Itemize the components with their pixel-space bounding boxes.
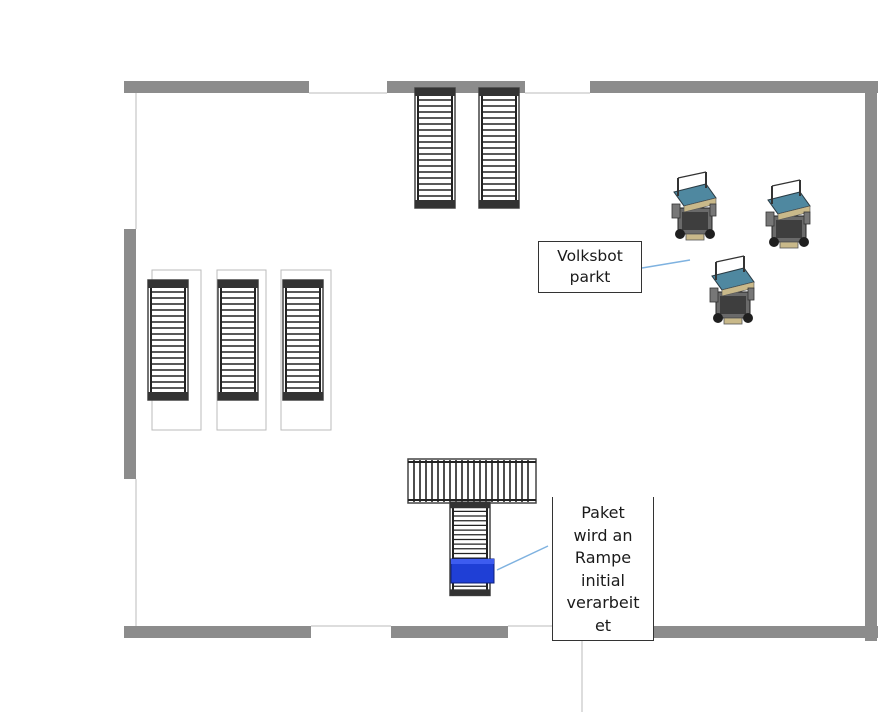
package-callout: Paket wird an Rampe initial verarbeit et: [552, 497, 654, 641]
robot-callout-line: Volksbot: [557, 247, 623, 265]
wall-openings: [135, 92, 590, 712]
package-callout-line: et: [594, 615, 612, 635]
storage-rack-3: [280, 269, 332, 431]
package-callout-line: initial: [581, 570, 625, 590]
package-callout-line: Rampe: [574, 548, 632, 567]
outer-walls: [124, 81, 878, 641]
robot-callout-line: parkt: [569, 268, 611, 286]
robot-3: [709, 255, 755, 325]
package-box: [450, 558, 495, 584]
package-callout-leader: [496, 545, 549, 571]
package-callout-line: Paket: [581, 503, 625, 522]
robot-1: [671, 171, 717, 241]
conveyor-top-right: [478, 87, 520, 209]
robot-2: [765, 179, 811, 249]
conveyor-t-junction: [407, 458, 537, 597]
storage-rack-2: [216, 269, 267, 431]
storage-rack-1: [147, 269, 202, 431]
conveyor-top-left: [414, 87, 456, 209]
package-callout-line: verarbeit: [566, 593, 640, 612]
package-callout-line: wird an: [573, 525, 633, 545]
robot-callout: Volksbot parkt: [538, 241, 642, 293]
robot-callout-leader: [641, 259, 691, 269]
